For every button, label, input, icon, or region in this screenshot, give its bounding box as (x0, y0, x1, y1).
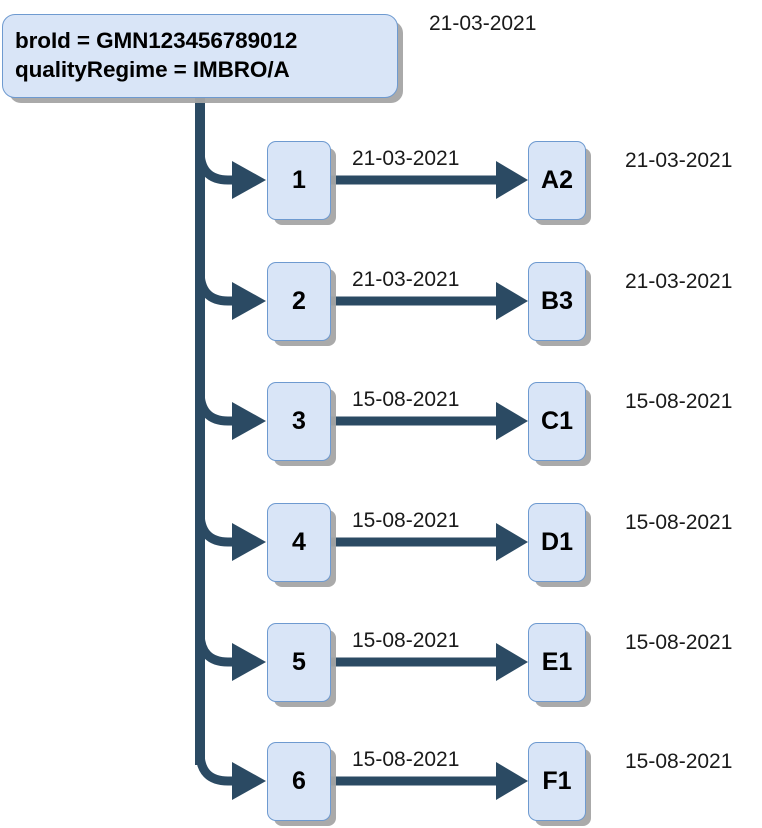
index-node-1[interactable]: 1 (267, 141, 331, 220)
target-node-2[interactable]: B3 (528, 262, 586, 341)
target-node-label-2: B3 (541, 287, 573, 315)
target-node-5[interactable]: E1 (528, 623, 586, 702)
branch-elbow-3 (195, 390, 236, 426)
index-node-3[interactable]: 3 (267, 382, 331, 461)
branch-elbow-4 (195, 511, 236, 547)
edge-arrowhead-4 (496, 523, 528, 561)
branch-arrowhead-6 (232, 762, 266, 800)
index-node-2[interactable]: 2 (267, 262, 331, 341)
edge-arrowhead-5 (496, 643, 528, 681)
index-node-label-6: 6 (292, 767, 306, 795)
edge-date-label-6: 15-08-2021 (352, 748, 460, 771)
branch-elbow-6 (195, 751, 236, 786)
edge-arrowhead-3 (496, 402, 528, 440)
target-node-3[interactable]: C1 (528, 382, 586, 461)
edge-date-label-3: 15-08-2021 (352, 388, 460, 411)
index-node-label-4: 4 (292, 528, 306, 556)
target-date-label-6: 15-08-2021 (625, 750, 733, 773)
edge-arrowhead-6 (496, 762, 528, 800)
branch-elbow-1 (195, 149, 236, 185)
target-date-label-3: 15-08-2021 (625, 390, 733, 413)
target-node-label-3: C1 (541, 407, 573, 435)
gmn-header-node[interactable]: broId = GMN123456789012 qualityRegime = … (2, 14, 398, 98)
branch-arrowhead-2 (232, 282, 266, 320)
branch-arrowhead-3 (232, 402, 266, 440)
edge-date-label-1: 21-03-2021 (352, 147, 460, 170)
target-date-label-1: 21-03-2021 (625, 149, 733, 172)
header-date-label: 21-03-2021 (429, 12, 537, 35)
index-node-label-2: 2 (292, 287, 306, 315)
target-node-6[interactable]: F1 (528, 742, 586, 821)
index-node-label-3: 3 (292, 407, 306, 435)
target-date-label-4: 15-08-2021 (625, 511, 733, 534)
index-node-label-5: 5 (292, 648, 306, 676)
target-node-label-6: F1 (542, 767, 572, 795)
branch-arrowhead-4 (232, 523, 266, 561)
branch-arrowhead-5 (232, 643, 266, 681)
branch-elbow-5 (195, 631, 236, 667)
edge-arrowhead-2 (496, 282, 528, 320)
target-node-1[interactable]: A2 (528, 141, 586, 220)
edge-date-label-2: 21-03-2021 (352, 268, 460, 291)
index-node-4[interactable]: 4 (267, 503, 331, 582)
index-node-label-1: 1 (292, 166, 306, 194)
edge-arrowhead-1 (496, 161, 528, 199)
index-node-6[interactable]: 6 (267, 742, 331, 821)
target-node-4[interactable]: D1 (528, 503, 586, 582)
branch-arrowhead-1 (232, 161, 266, 199)
edge-date-label-5: 15-08-2021 (352, 629, 460, 652)
target-node-label-4: D1 (541, 528, 573, 556)
index-node-5[interactable]: 5 (267, 623, 331, 702)
edge-date-label-4: 15-08-2021 (352, 509, 460, 532)
branch-elbow-2 (195, 270, 236, 306)
header-qualityregime-line: qualityRegime = IMBRO/A (15, 57, 290, 82)
header-broid-line: broId = GMN123456789012 (15, 28, 298, 54)
target-node-label-1: A2 (541, 166, 573, 194)
target-date-label-5: 15-08-2021 (625, 631, 733, 654)
target-node-label-5: E1 (541, 648, 573, 676)
target-date-label-2: 21-03-2021 (625, 270, 733, 293)
